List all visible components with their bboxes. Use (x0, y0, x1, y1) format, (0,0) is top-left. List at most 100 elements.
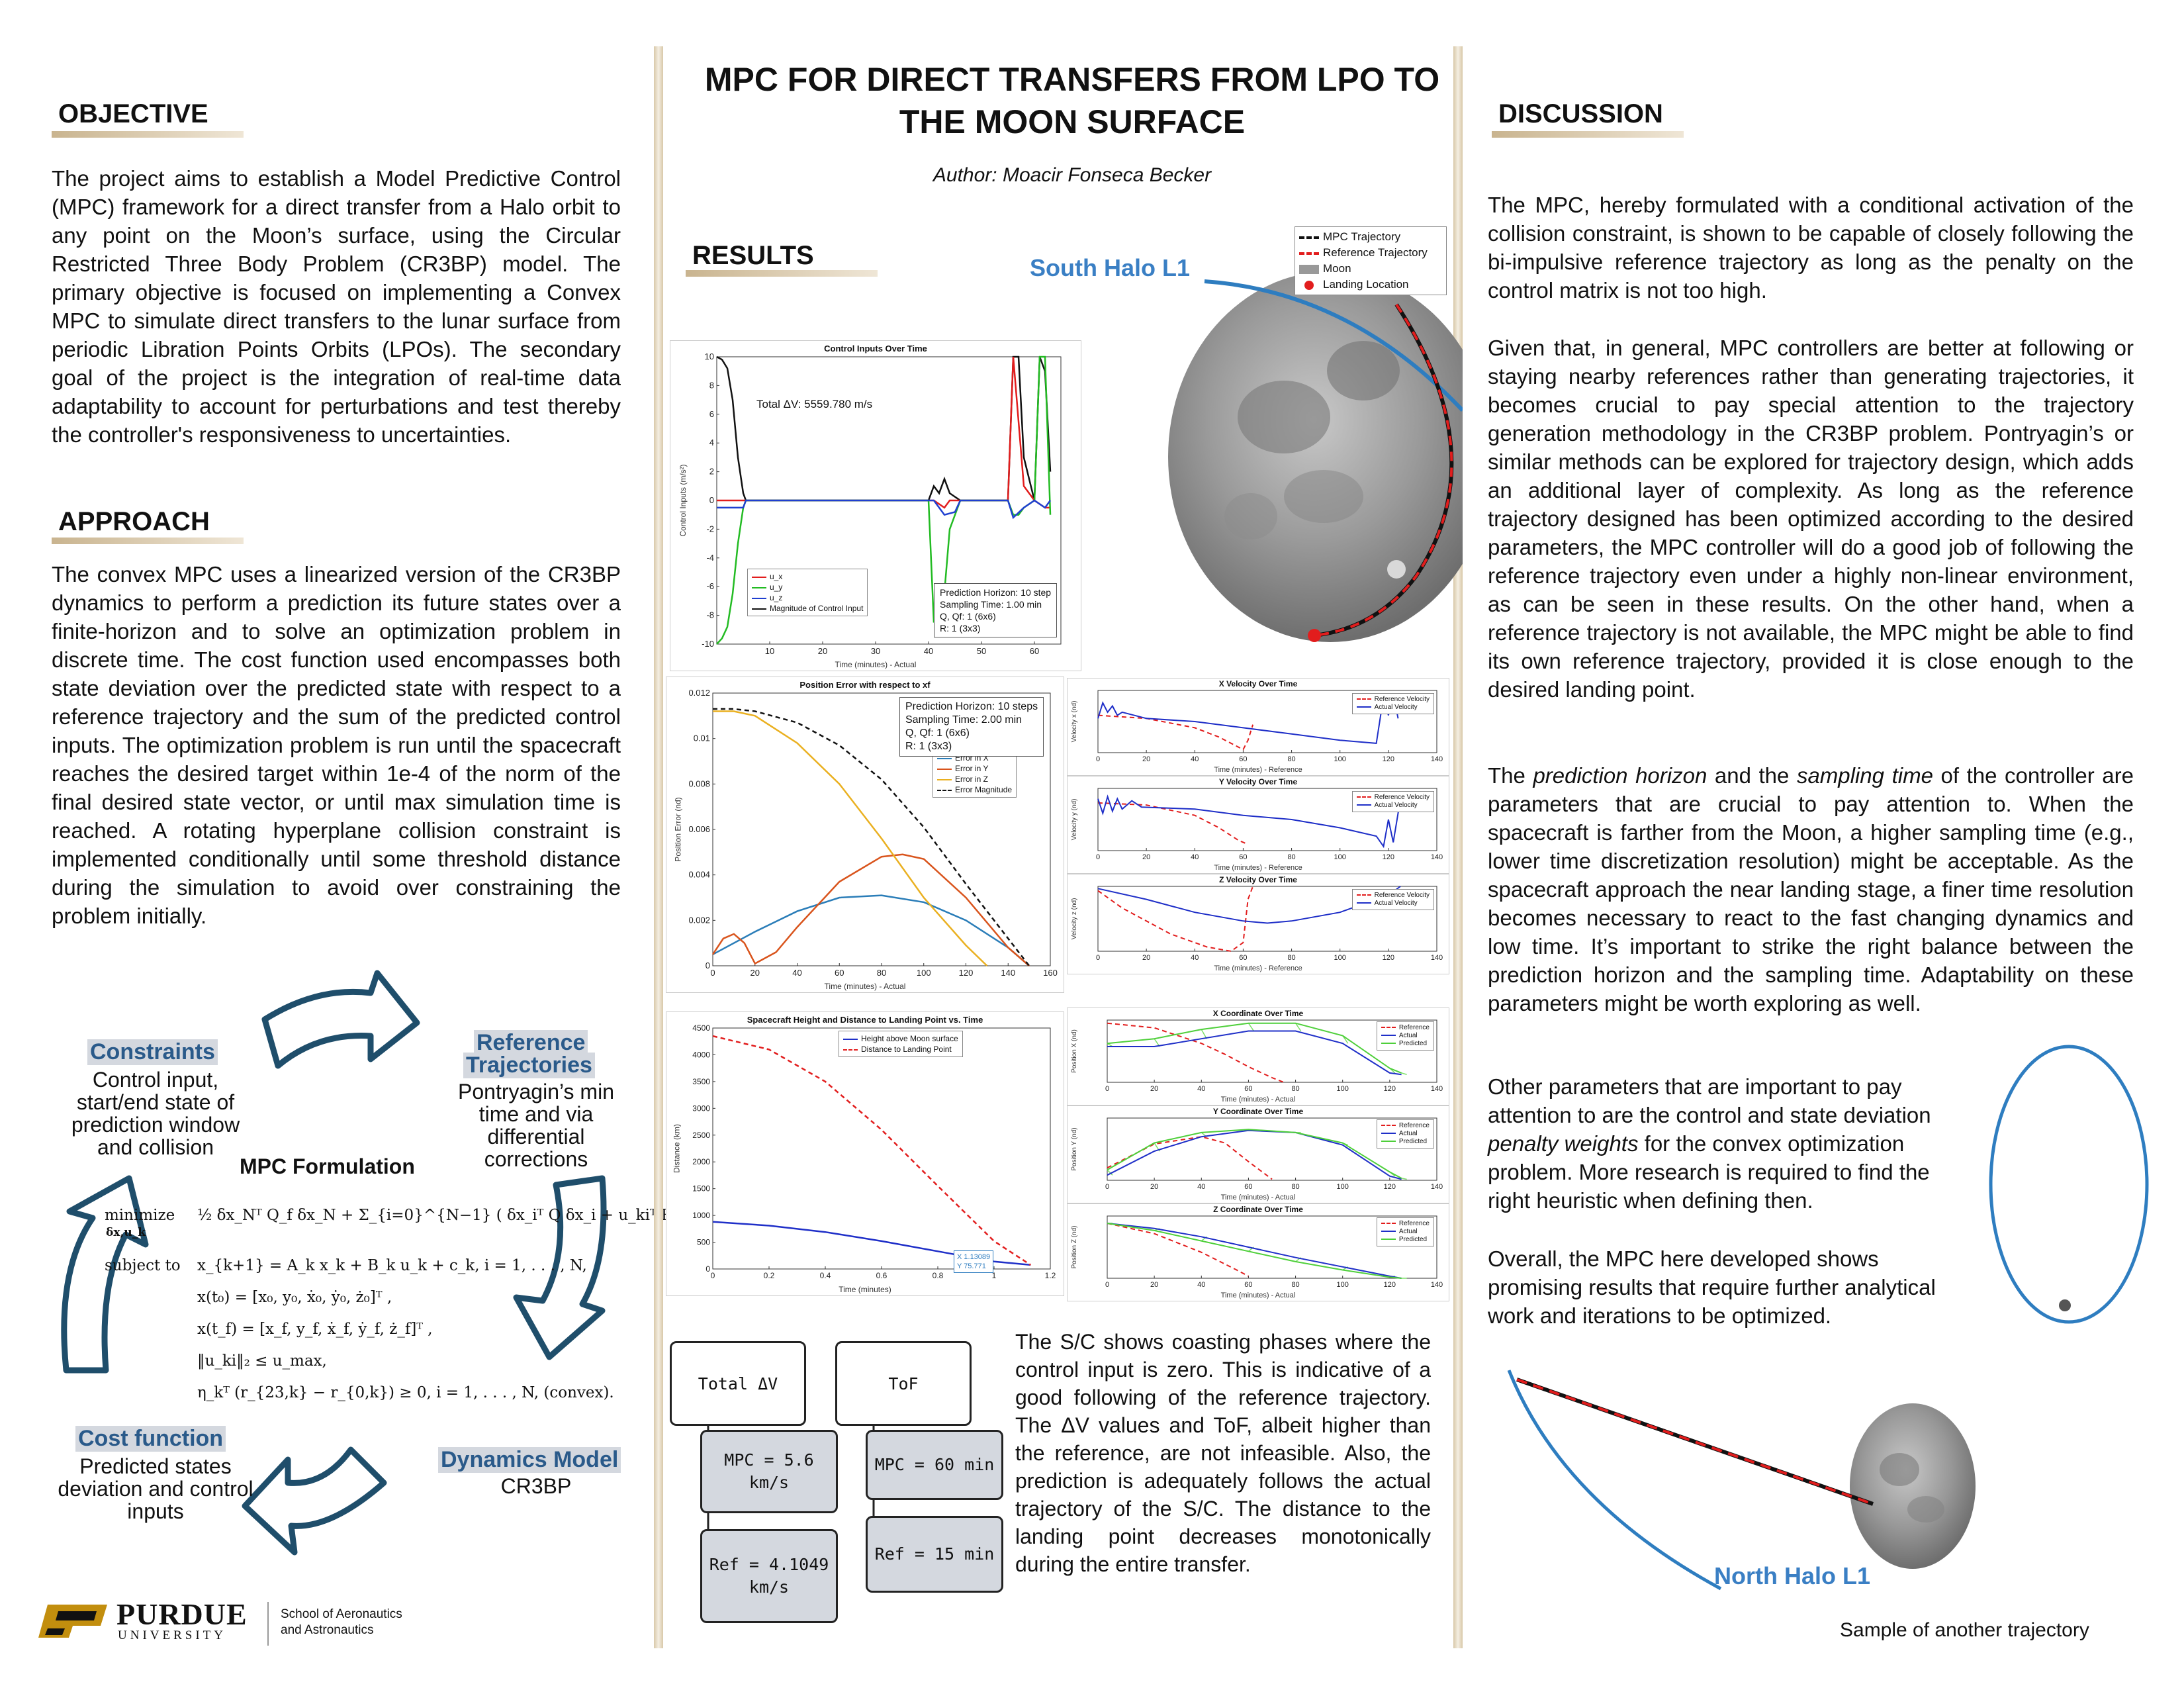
north-halo-trajectory-figure (1507, 1370, 1976, 1591)
south-halo-trajectory-figure (1168, 271, 1463, 642)
x-tick-label: 140 (1431, 1085, 1443, 1093)
x-tick-label: 30 (871, 646, 880, 656)
series-error-in-z (713, 710, 988, 966)
x-tick-label: 20 (751, 968, 760, 978)
legend-entry: Actual (1381, 1130, 1430, 1138)
x-tick-label: 100 (1337, 1183, 1349, 1191)
mpc-tof-value: MPC = 60 min (866, 1430, 1003, 1500)
objective-heading: OBJECTIVE (58, 99, 208, 128)
predicted-hatch (1295, 1023, 1302, 1031)
x-tick-label: 60 (1244, 1281, 1252, 1289)
x-tick-label: 40 (1197, 1183, 1205, 1191)
legend-moon: Moon (1299, 261, 1442, 277)
legend-entry: Reference Velocity (1356, 892, 1430, 900)
dynamics-model-label: Dynamics Model (438, 1447, 621, 1473)
discussion-paragraph-1: The MPC, hereby formulated with a condit… (1488, 193, 2134, 303)
x-tick-label: 100 (1334, 853, 1346, 861)
total-dv-header: Total ΔV (670, 1341, 806, 1426)
formula-objective: ½ δx_Nᵀ Q_f δx_N + Σ_{i=0}^{N−1} ( δx_iᵀ… (197, 1207, 720, 1224)
x-tick-label: 100 (1337, 1281, 1349, 1289)
formula-constraint-2: x(t₀) = [x₀, y₀, ẋ₀, ẏ₀, ż₀]ᵀ , (197, 1289, 392, 1306)
series-u-z (717, 499, 1052, 520)
y-tick-label: 0 (709, 495, 714, 505)
x-tick-label: 60 (1239, 755, 1247, 763)
x-tick-label: 80 (1287, 853, 1295, 861)
series-height-above-moon-surface (712, 1221, 1031, 1266)
penalty-weights-em: penalty weights (1488, 1131, 1639, 1156)
cost-function-text: Predicted states deviation and control i… (58, 1454, 253, 1523)
poster-title: MPC FOR DIRECT TRANSFERS FROM LPO TO THE… (704, 61, 1440, 140)
series-reference (1107, 1223, 1249, 1277)
y-tick-label: 2500 (692, 1131, 710, 1140)
y-tick-label: 0 (705, 1264, 710, 1274)
legend-entry: Reference Velocity (1356, 696, 1430, 704)
chart-xlabel: Time (minutes) - Reference (1214, 964, 1302, 972)
legend-entry: Predicted (1381, 1138, 1430, 1146)
x-tick-label: 50 (977, 646, 986, 656)
x-tick-label: 120 (1384, 1281, 1396, 1289)
chart-xlabel: Time (minutes) (839, 1285, 891, 1294)
constraints-text: Control input, start/end state of predic… (71, 1068, 240, 1159)
reference-label-1: Reference (474, 1030, 588, 1056)
legend-entry: Actual Velocity (1356, 900, 1430, 908)
legend-mpc-trajectory: MPC Trajectory (1299, 229, 1442, 245)
dynamics-model-text: CR3BP (500, 1474, 572, 1498)
chart-ylabel: Distance (km) (672, 1123, 682, 1174)
legend-entry: u_z (752, 592, 863, 603)
x-tick-label: 80 (1291, 1085, 1299, 1093)
x-tick-label: 140 (1431, 954, 1443, 962)
legend-entry: Predicted (1381, 1040, 1430, 1048)
discussion-paragraph-4: Other parameters that are important to p… (1488, 1074, 1931, 1213)
legend-entry: Actual (1381, 1228, 1430, 1236)
y-tick-label: 1500 (692, 1184, 710, 1194)
chart-annotation: Total ΔV: 5559.780 m/s (756, 398, 873, 410)
x-tick-label: 140 (1431, 1281, 1443, 1289)
series-predicted (1107, 1129, 1402, 1179)
legend-landing-location: Landing Location (1299, 277, 1442, 293)
x-tick-label: 20 (1142, 853, 1150, 861)
x-tick-label: 80 (877, 968, 886, 978)
legend-entry: Error in Y (937, 763, 1012, 774)
x-tick-label: 80 (1291, 1183, 1299, 1191)
chart-xlabel: Time (minutes) - Actual (1220, 1194, 1296, 1201)
x-tick-label: 0.6 (876, 1271, 887, 1280)
university-sub: UNIVERSITY (118, 1628, 226, 1642)
chart-ylabel: Position X (nd) (1071, 1029, 1079, 1073)
x-tick-label: 0 (711, 1271, 715, 1280)
legend-entry: Predicted (1381, 1236, 1430, 1244)
x-tick-label: 80 (1291, 1281, 1299, 1289)
ref-tof-value: Ref = 15 min (866, 1516, 1003, 1593)
chart-ylabel: Velocity z (nd) (1070, 898, 1078, 940)
chart-xlabel: Time (minutes) - Reference (1214, 766, 1302, 774)
legend-reference-trajectory: Reference Trajectory (1299, 245, 1442, 261)
discussion-heading-bar (1492, 131, 1684, 138)
series-reference (1107, 1022, 1285, 1083)
y-tick-label: -2 (706, 524, 714, 534)
chart-title: Y Velocity Over Time (1218, 777, 1298, 786)
predicted-hatch (1248, 1023, 1255, 1031)
x-tick-label: 80 (1287, 954, 1295, 962)
chart-xlabel: Time (minutes) - Actual (1220, 1096, 1296, 1103)
x-tick-label: 0 (710, 968, 715, 978)
y-tick-label: 4500 (692, 1023, 710, 1033)
predicted-hatch (1201, 1029, 1207, 1039)
cycle-arrows (61, 970, 607, 1556)
x-tick-label: 0 (1105, 1281, 1109, 1289)
school-name-2: and Astronautics (281, 1623, 374, 1637)
plot-area (712, 1027, 1051, 1270)
discussion-paragraph-5: Overall, the MPC here developed shows pr… (1488, 1246, 1936, 1328)
y-tick-label: 500 (697, 1238, 710, 1247)
x-tick-label: 120 (959, 968, 974, 978)
y-tick-label: 0.012 (688, 688, 710, 698)
legend-entry: u_y (752, 582, 863, 592)
x-tick-label: 100 (1334, 755, 1346, 763)
y-tick-label: 0.002 (688, 915, 710, 925)
series-actual-velocity (1097, 794, 1402, 849)
